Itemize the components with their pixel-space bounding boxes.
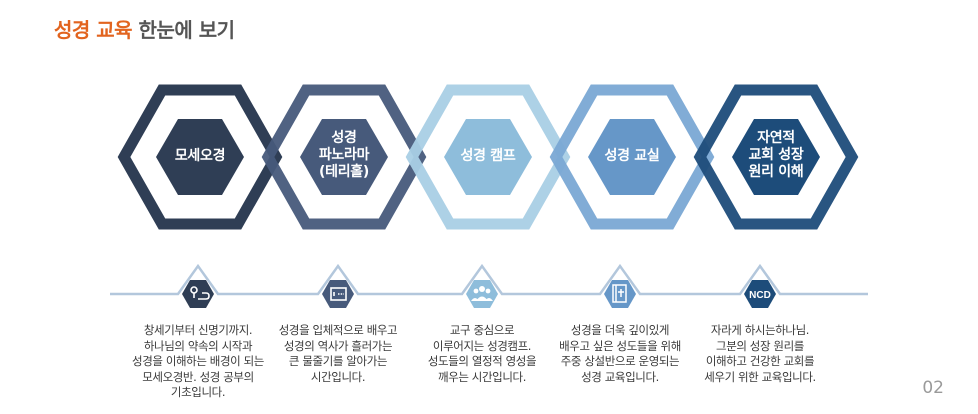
icon-hex-1: [182, 280, 214, 308]
program-label-3: 성경 캠프: [460, 148, 516, 164]
program-description-1: 창세기부터 신명기까지. 하나님의 약속의 시작과 성경을 이해하는 배경이 되…: [132, 323, 264, 399]
icon-hex-5: [744, 280, 776, 308]
program-label-5: 자연적 교회 성장 원리 이해: [748, 130, 804, 180]
program-description-3: 교구 중심으로 이루어지는 성경캠프. 성도들의 열정적 영성을 깨우는 시간입…: [427, 323, 537, 384]
bible-icon: [612, 284, 627, 303]
hex-fill-2: [300, 119, 388, 195]
hex-ring-4: [549, 84, 715, 230]
map-route-icon: [190, 286, 210, 300]
hex-ring-5: [693, 84, 859, 230]
program-label-2: 성경 파노라마 (테리홀): [318, 130, 370, 180]
program-label-4: 성경 교실: [604, 148, 660, 164]
timeline-icon: [330, 287, 347, 301]
hex-fill-1: [156, 119, 244, 195]
group-icon: [471, 286, 493, 301]
hex-fill-5: [732, 119, 820, 195]
program-description-4: 성경을 더욱 깊이있게 배우고 싶은 성도들을 위해 주중 상설반으로 운영되는…: [559, 323, 681, 384]
svg-text:NCD: NCD: [749, 290, 771, 301]
program-description-5: 자라게 하시는하나님. 그분의 성장 원리를 이해하고 건강한 교회를 세우기 …: [704, 323, 816, 384]
hex-ring-2: [261, 84, 427, 230]
hex-fill-4: [588, 119, 676, 195]
program-label-1: 모세오경: [174, 148, 226, 164]
hex-ring-3: [405, 84, 571, 230]
icon-hex-4: [604, 280, 636, 308]
page-title: 성경 교육 한눈에 보기: [54, 14, 235, 43]
title-accent: 성경 교육: [54, 18, 133, 42]
hex-ring-1: [117, 84, 283, 230]
title-rest: 한눈에 보기: [138, 18, 235, 42]
hex-fill-3: [444, 119, 532, 195]
icon-hex-3: [466, 280, 498, 308]
page-number: 02: [922, 378, 944, 398]
ncd-logo-icon: NCD: [749, 290, 771, 301]
program-description-2: 성경을 입체적으로 배우고 성경의 역사가 흘러가는 큰 물줄기를 알아가는 시…: [278, 323, 398, 384]
connector-line: [110, 263, 868, 296]
